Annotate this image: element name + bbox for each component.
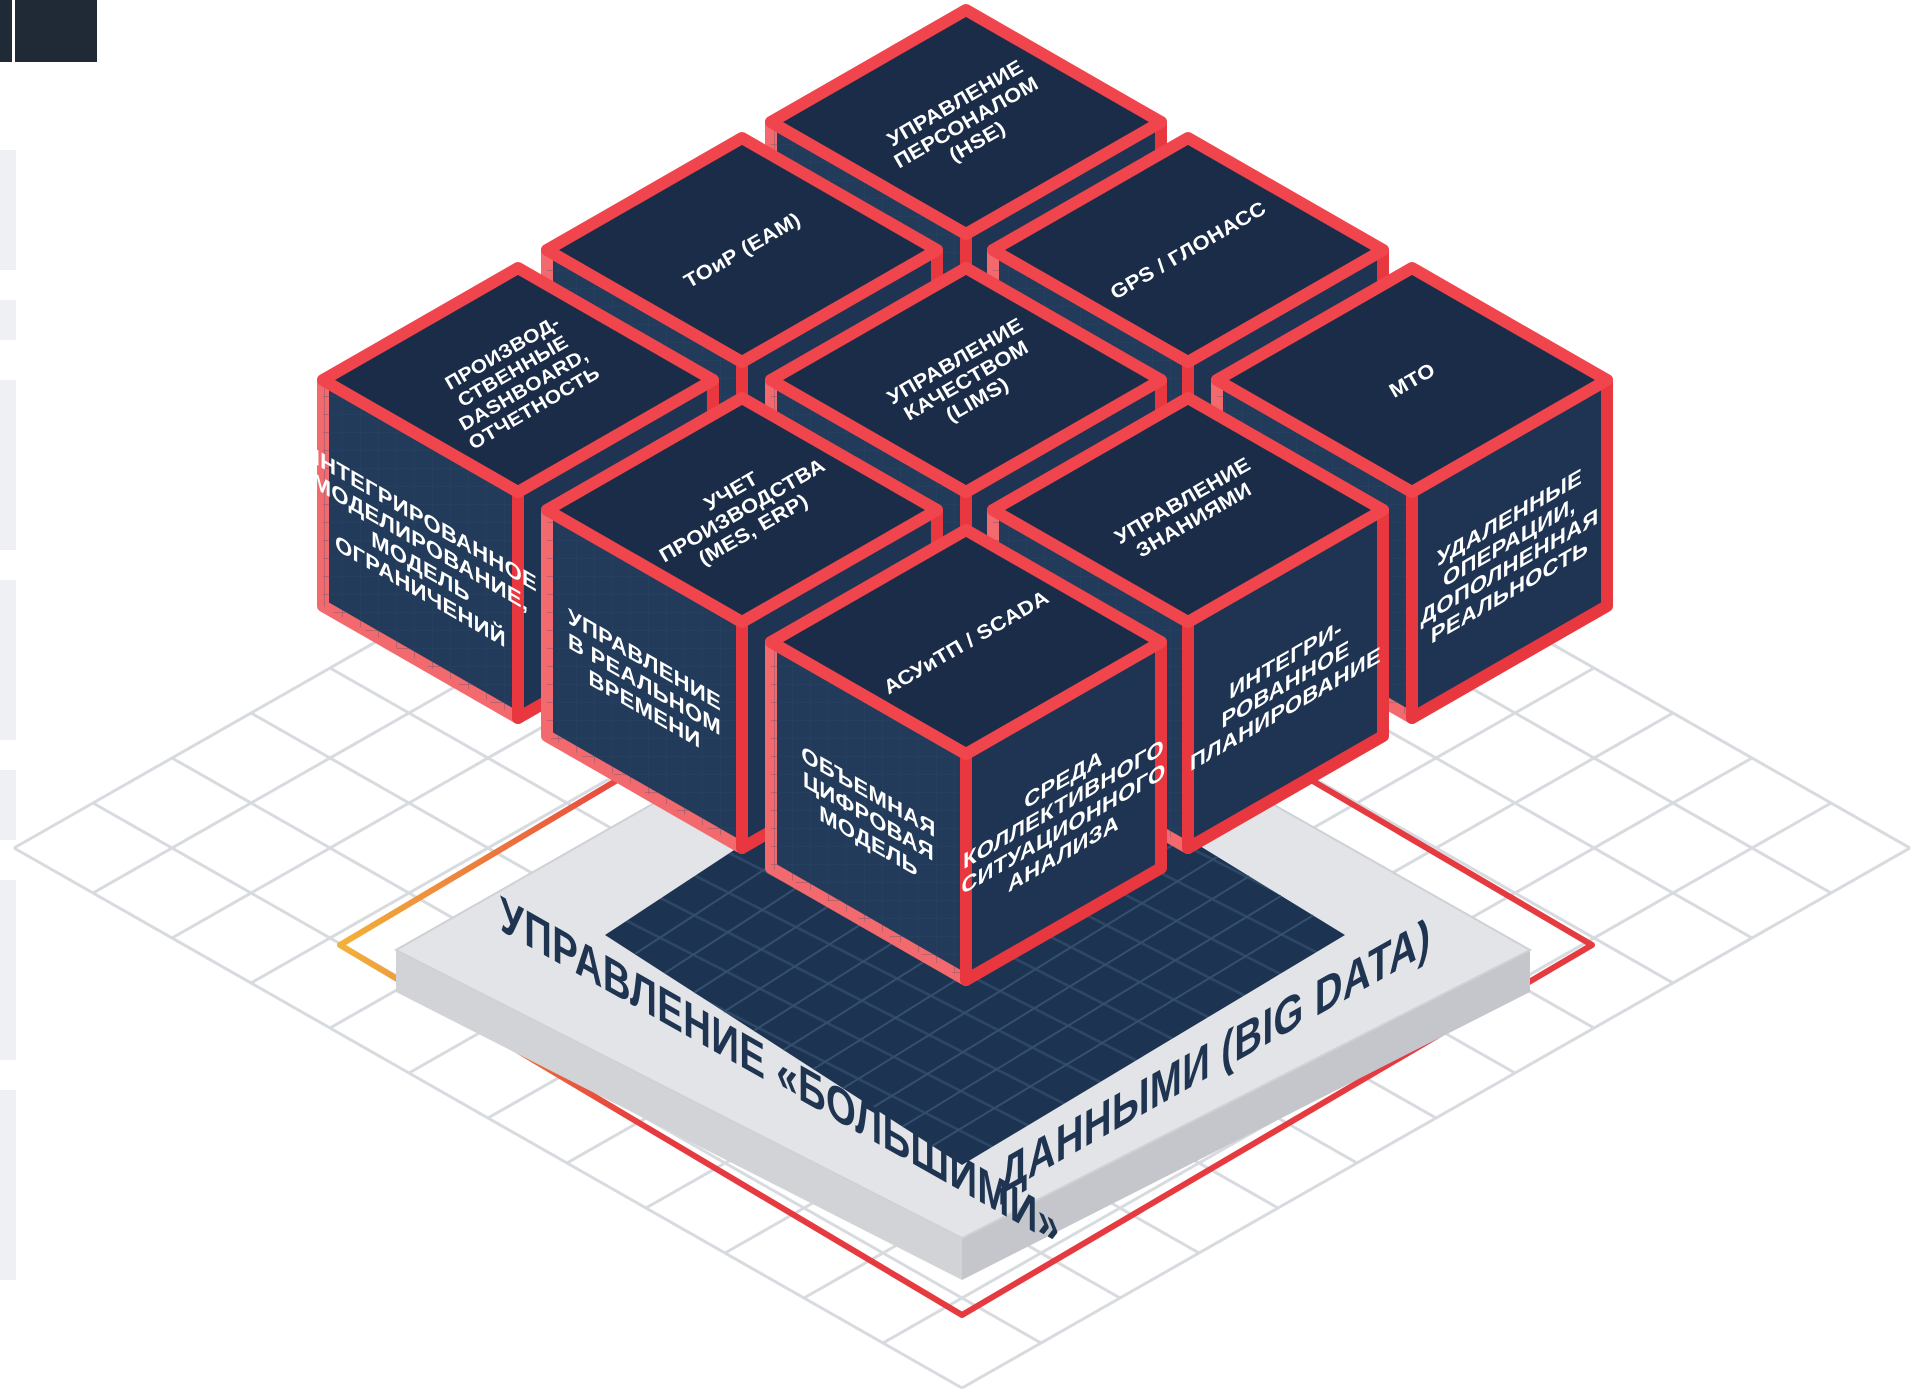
cube-face-top [765, 524, 1167, 760]
platform-outline [337, 572, 1595, 1318]
cube-face-top [541, 392, 943, 628]
cube-face-top [541, 132, 943, 368]
platform-stripe-line [842, 855, 1218, 1090]
platform-stripe-line [931, 914, 1314, 1147]
corner-block-notch [12, 0, 15, 62]
platform-side-right [962, 950, 1530, 1280]
platform-stripe-line [901, 894, 1282, 1128]
cube-face-top [765, 4, 1167, 240]
cube-face-top [1211, 262, 1613, 498]
cube-face-top [987, 132, 1389, 368]
platform-side-left [396, 950, 962, 1280]
corner-block [0, 0, 97, 62]
cube-scada: АСУиТП / SCADAОБЪЕМНАЯЦИФРОВАЯМОДЕЛЬСРЕД… [765, 524, 1167, 986]
cube-face-top [317, 262, 719, 498]
platform-stripe-line [872, 875, 1250, 1109]
cube-face-top [987, 392, 1389, 628]
cube-face-top [765, 262, 1167, 498]
watermark-strokes [0, 150, 16, 1280]
